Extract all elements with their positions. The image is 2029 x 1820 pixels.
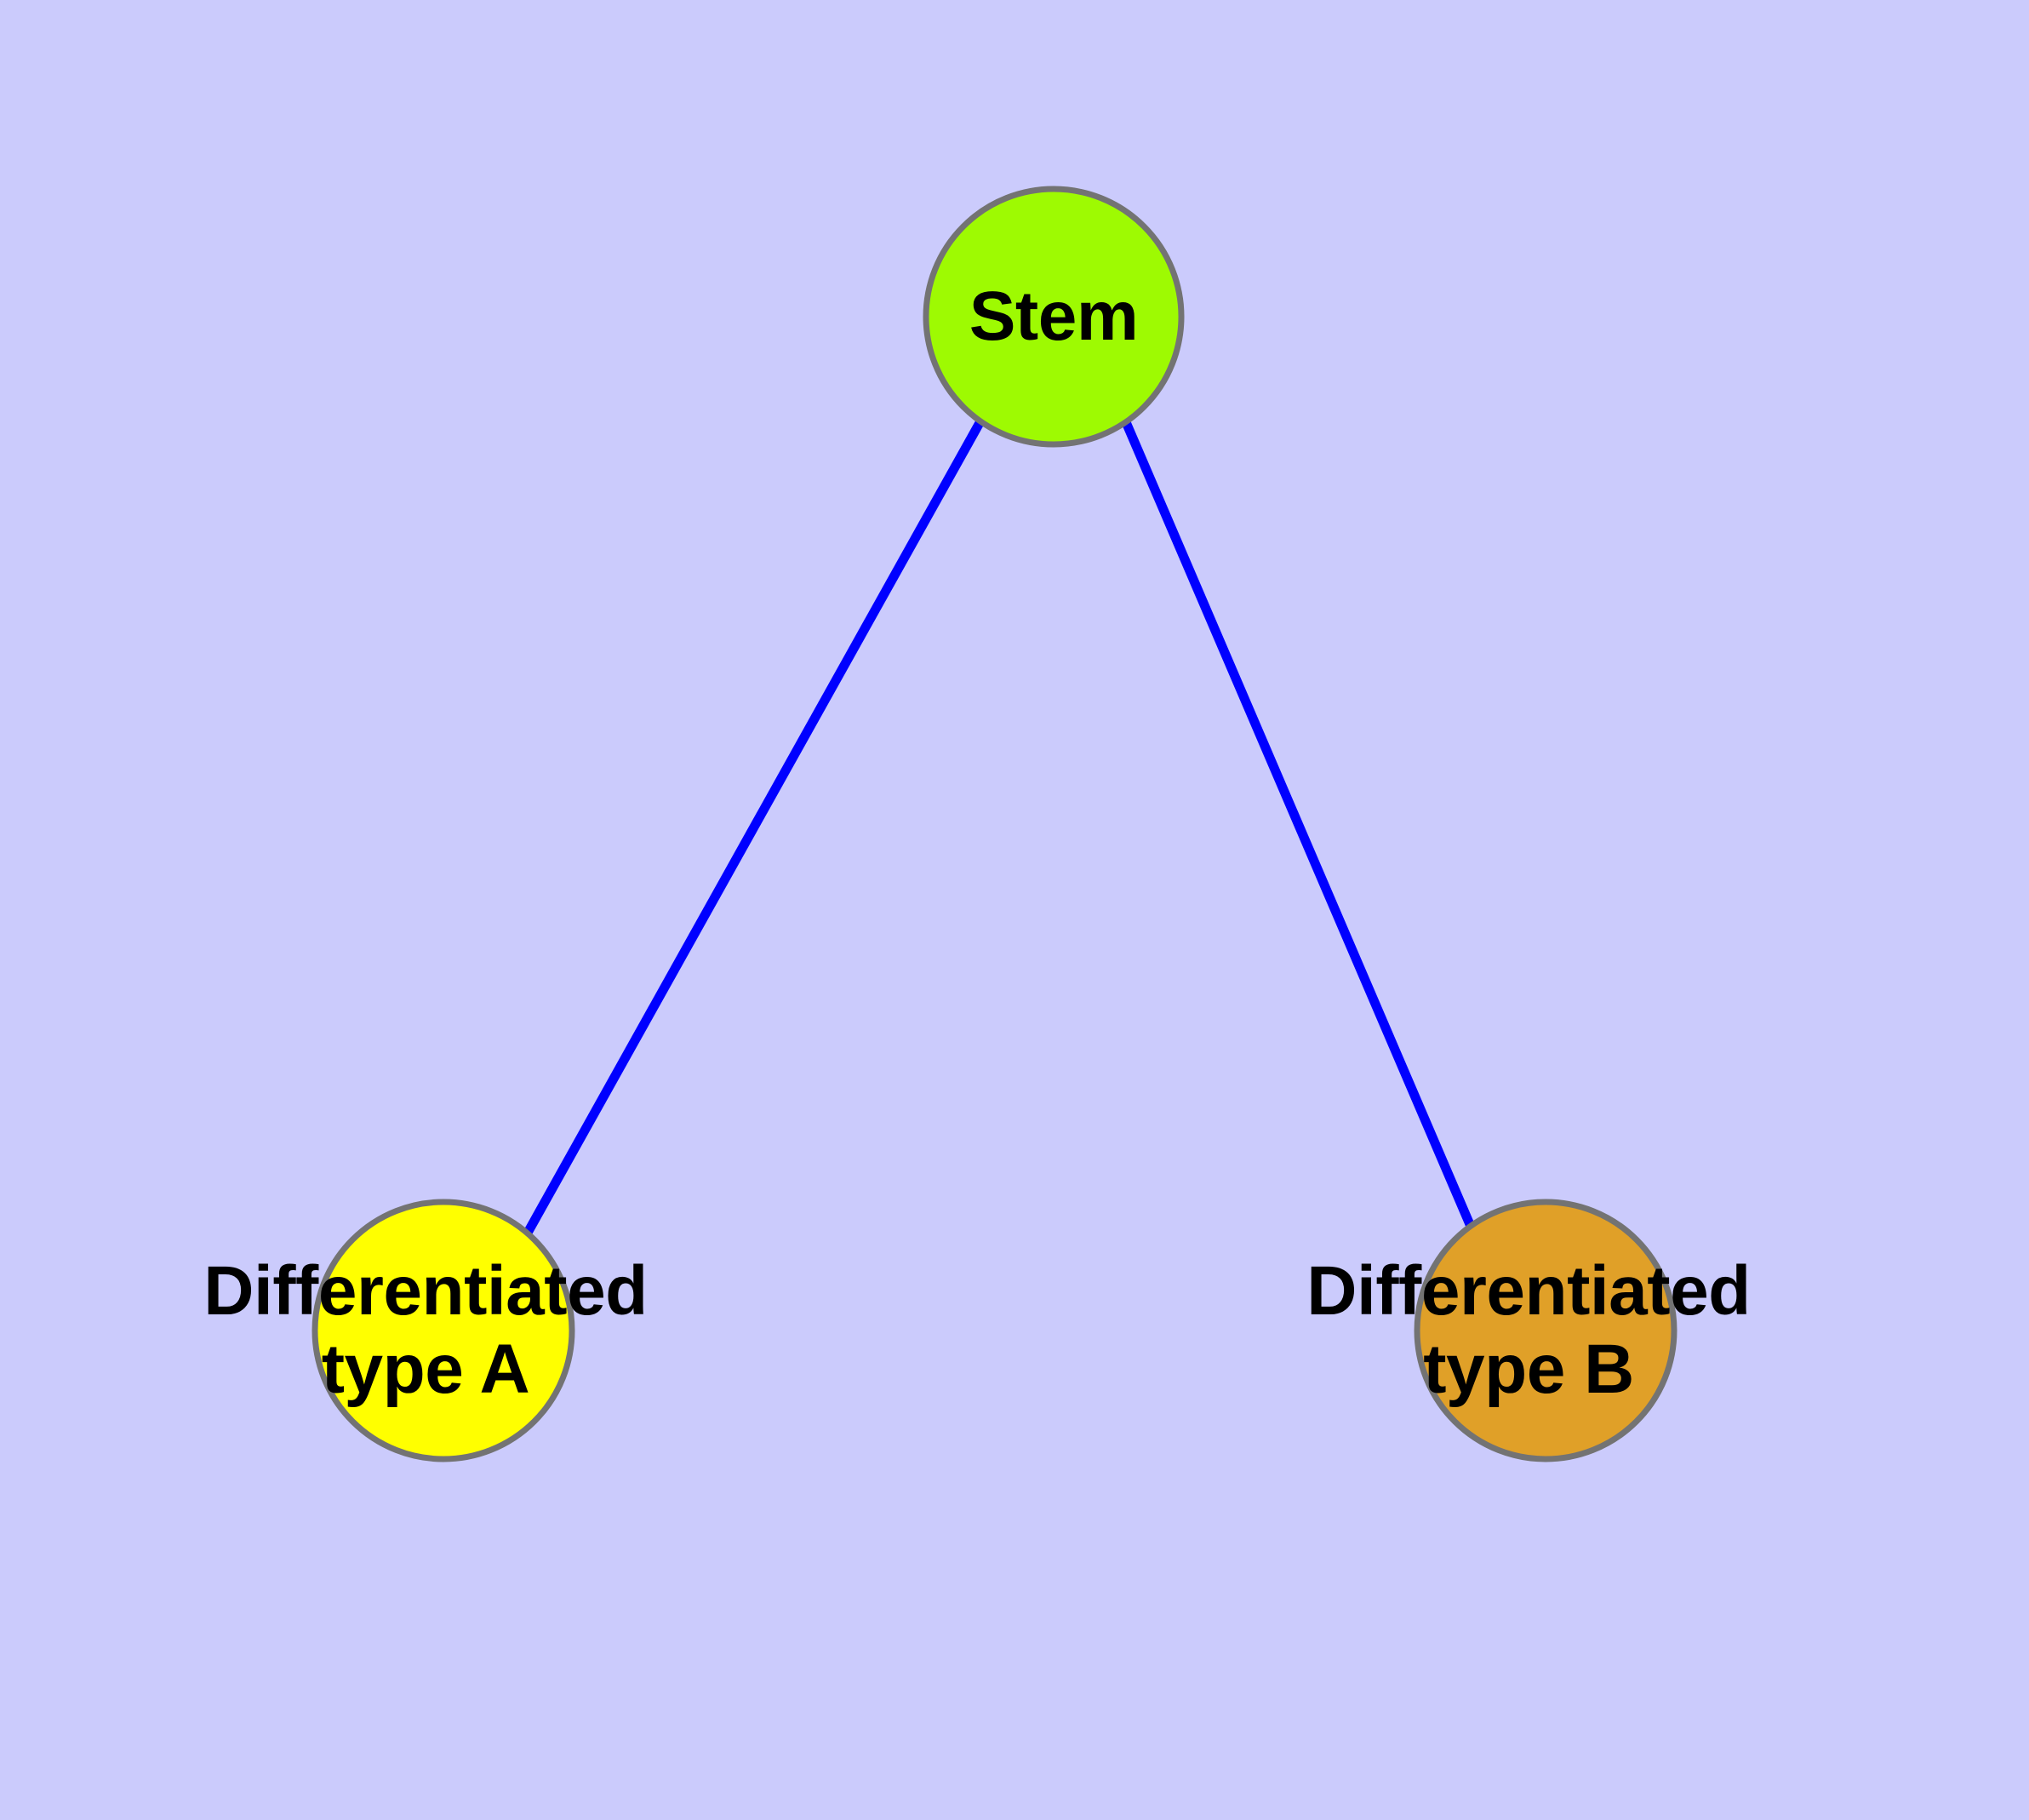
- edge-layer: [523, 419, 1477, 1235]
- node-layer: [311, 186, 1677, 1462]
- edge-stem-to-type-b[interactable]: [1121, 420, 1477, 1231]
- node-diff-type-b[interactable]: [1414, 1199, 1677, 1462]
- node-stem[interactable]: [923, 186, 1185, 448]
- node-diff-type-a[interactable]: [311, 1199, 575, 1462]
- edge-stem-to-type-a[interactable]: [523, 419, 985, 1235]
